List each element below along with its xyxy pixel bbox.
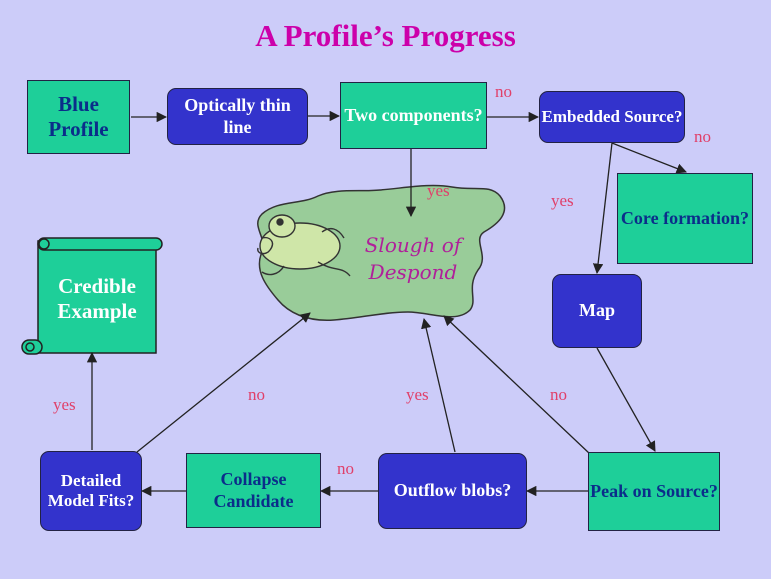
node-optically-thin-line: Optically thin line: [167, 88, 308, 145]
node-peak-on-source: Peak on Source?: [588, 452, 720, 531]
slough-blob: [257, 184, 506, 321]
edge-label-outflow-yes: yes: [406, 385, 429, 404]
slough-line-1: Slough of: [364, 233, 462, 257]
edge-label-detailed-yes: yes: [53, 395, 76, 414]
node-embedded-source: Embedded Source?: [539, 91, 685, 143]
node-collapse-candidate: Collapse Candidate: [186, 453, 321, 528]
edge-label-outflow-no: no: [337, 459, 354, 478]
node-map: Map: [552, 274, 642, 348]
edge-label-peak-no: no: [550, 385, 567, 404]
node-outflow-blobs: Outflow blobs?: [378, 453, 527, 529]
node-credible-example: Credible Example: [57, 273, 137, 323]
diagram-title: A Profile’s Progress: [255, 18, 516, 53]
edge-label-embedded-no: no: [694, 127, 711, 146]
edge-label-two-no: no: [495, 82, 512, 101]
slough-line-2: Despond: [368, 260, 458, 284]
node-core-formation: Core formation?: [617, 173, 753, 264]
node-blue-profile: Blue Profile: [27, 80, 130, 154]
node-detailed-model-fits: Detailed Model Fits?: [40, 451, 142, 531]
frog-icon: [257, 214, 351, 277]
node-two-components: Two components?: [340, 82, 487, 149]
edge-label-embedded-yes: yes: [551, 191, 574, 210]
slough-of-despond-label: Slough of Despond: [348, 232, 478, 286]
edge-label-detailed-no: no: [248, 385, 265, 404]
edge-label-two-yes: yes: [427, 181, 450, 200]
